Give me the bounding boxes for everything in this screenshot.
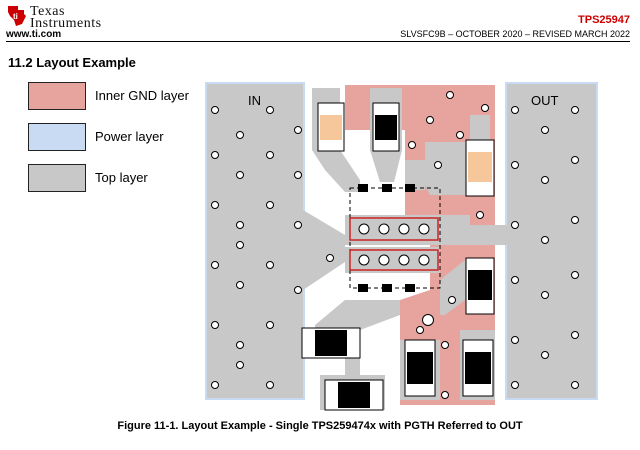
out-label: OUT <box>531 93 559 108</box>
capacitor-top-left <box>317 102 345 152</box>
section-title: 11.2 Layout Example <box>8 55 136 70</box>
legend-swatch-top <box>28 164 86 192</box>
legend-label-top: Top layer <box>95 170 148 185</box>
website-link[interactable]: www.ti.com <box>6 29 62 40</box>
resistor-bottom-left <box>301 327 361 359</box>
vias-in <box>211 106 334 389</box>
vias-out <box>511 106 579 389</box>
via-row-top <box>349 217 439 241</box>
ti-logo-icon: ti <box>8 6 26 26</box>
legend-swatch-power <box>28 123 86 151</box>
logo-text-instruments: Instruments <box>30 16 102 31</box>
resistor-top-mid <box>372 102 400 152</box>
pcb-layout-diagram <box>205 82 598 411</box>
in-copper <box>207 84 345 398</box>
ic-pads <box>358 184 415 292</box>
vias-gnd <box>408 91 489 399</box>
resistor-bottom-mid <box>324 379 384 411</box>
logo-text-texas: Texas <box>30 4 65 19</box>
capacitor-right <box>465 139 495 197</box>
legend-label-power: Power layer <box>95 129 164 144</box>
ti-logo: ti Texas Instruments <box>6 4 126 31</box>
resistor-bottom-c <box>404 339 436 397</box>
out-copper <box>465 84 596 398</box>
page-header: ti Texas Instruments www.ti.com TPS25947… <box>0 0 640 44</box>
product-name[interactable]: TPS25947 <box>578 14 630 26</box>
figure-caption: Figure 11-1. Layout Example - Single TPS… <box>117 420 523 432</box>
header-divider <box>6 41 630 42</box>
legend-swatch-inner-gnd <box>28 82 86 110</box>
resistor-right <box>465 257 495 315</box>
via-row-bottom <box>349 249 439 271</box>
document-info: SLVSFC9B – OCTOBER 2020 – REVISED MARCH … <box>400 29 630 39</box>
legend-label-inner-gnd: Inner GND layer <box>95 88 189 103</box>
in-label: IN <box>248 93 261 108</box>
resistor-bottom-r <box>462 339 494 397</box>
svg-text:ti: ti <box>13 12 18 21</box>
